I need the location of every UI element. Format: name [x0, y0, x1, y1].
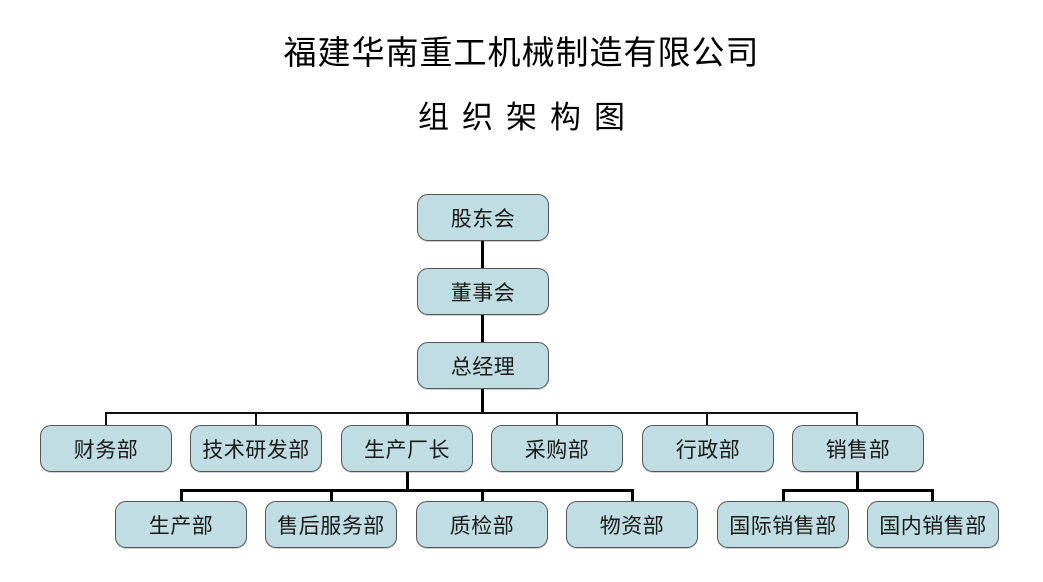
org-node-international-sales[interactable]: 国际销售部 [717, 501, 849, 548]
org-node-domestic-sales[interactable]: 国内销售部 [867, 501, 999, 548]
org-node-international-sales-label: 国际销售部 [729, 513, 837, 538]
org-node-production[interactable]: 生产部 [115, 501, 247, 548]
org-node-domestic-sales-label: 国内销售部 [879, 513, 987, 538]
org-node-board-label: 董事会 [450, 280, 516, 305]
org-node-production-label: 生产部 [148, 513, 214, 538]
org-node-sales-label: 销售部 [825, 437, 891, 462]
org-node-rnd[interactable]: 技术研发部 [190, 425, 322, 472]
page-title: 福建华南重工机械制造有限公司 [283, 33, 760, 72]
page-subtitle: 组织架构图 [418, 100, 638, 136]
connector-bus-sales-children [782, 489, 934, 492]
org-node-sales[interactable]: 销售部 [792, 425, 924, 472]
connector-drop-finance [105, 412, 108, 426]
org-node-quality-label: 质检部 [449, 513, 515, 538]
connector-bus-production-children [180, 489, 633, 492]
org-node-board[interactable]: 董事会 [417, 268, 549, 315]
connector-drop-materials [631, 489, 634, 502]
connector-board-gm [481, 315, 484, 342]
connector-drop-purchasing [556, 412, 559, 426]
org-node-purchasing-label: 采购部 [524, 437, 590, 462]
org-node-materials-label: 物资部 [599, 513, 665, 538]
connector-drop-rnd [255, 412, 258, 426]
org-node-materials[interactable]: 物资部 [566, 501, 698, 548]
connector-drop-production-director [406, 412, 409, 426]
org-node-general-manager[interactable]: 总经理 [417, 342, 549, 389]
org-node-purchasing[interactable]: 采购部 [491, 425, 623, 472]
connector-shareholders-board [481, 241, 484, 268]
org-node-after-sales[interactable]: 售后服务部 [265, 501, 397, 548]
connector-drop-after-sales [330, 489, 333, 502]
connector-bus-level4 [105, 412, 858, 415]
connector-drop-quality [481, 489, 484, 502]
connector-production-director-stem [406, 472, 409, 491]
connector-drop-international-sales [782, 489, 785, 502]
org-node-shareholders[interactable]: 股东会 [417, 194, 549, 241]
org-node-finance[interactable]: 财务部 [40, 425, 172, 472]
org-node-shareholders-label: 股东会 [450, 206, 516, 231]
org-node-production-director-label: 生产厂长 [364, 437, 450, 462]
org-node-rnd-label: 技术研发部 [202, 437, 310, 462]
connector-drop-production [180, 489, 183, 502]
connector-drop-administration [706, 412, 709, 426]
org-node-administration[interactable]: 行政部 [642, 425, 774, 472]
org-node-quality[interactable]: 质检部 [416, 501, 548, 548]
org-node-after-sales-label: 售后服务部 [277, 513, 385, 538]
org-node-administration-label: 行政部 [675, 437, 741, 462]
org-node-production-director[interactable]: 生产厂长 [341, 425, 473, 472]
connector-gm-stem [481, 389, 484, 414]
connector-sales-stem [856, 472, 859, 491]
org-node-finance-label: 财务部 [73, 437, 139, 462]
org-node-general-manager-label: 总经理 [450, 354, 516, 379]
connector-drop-sales [856, 412, 859, 426]
connector-drop-domestic-sales [931, 489, 934, 502]
